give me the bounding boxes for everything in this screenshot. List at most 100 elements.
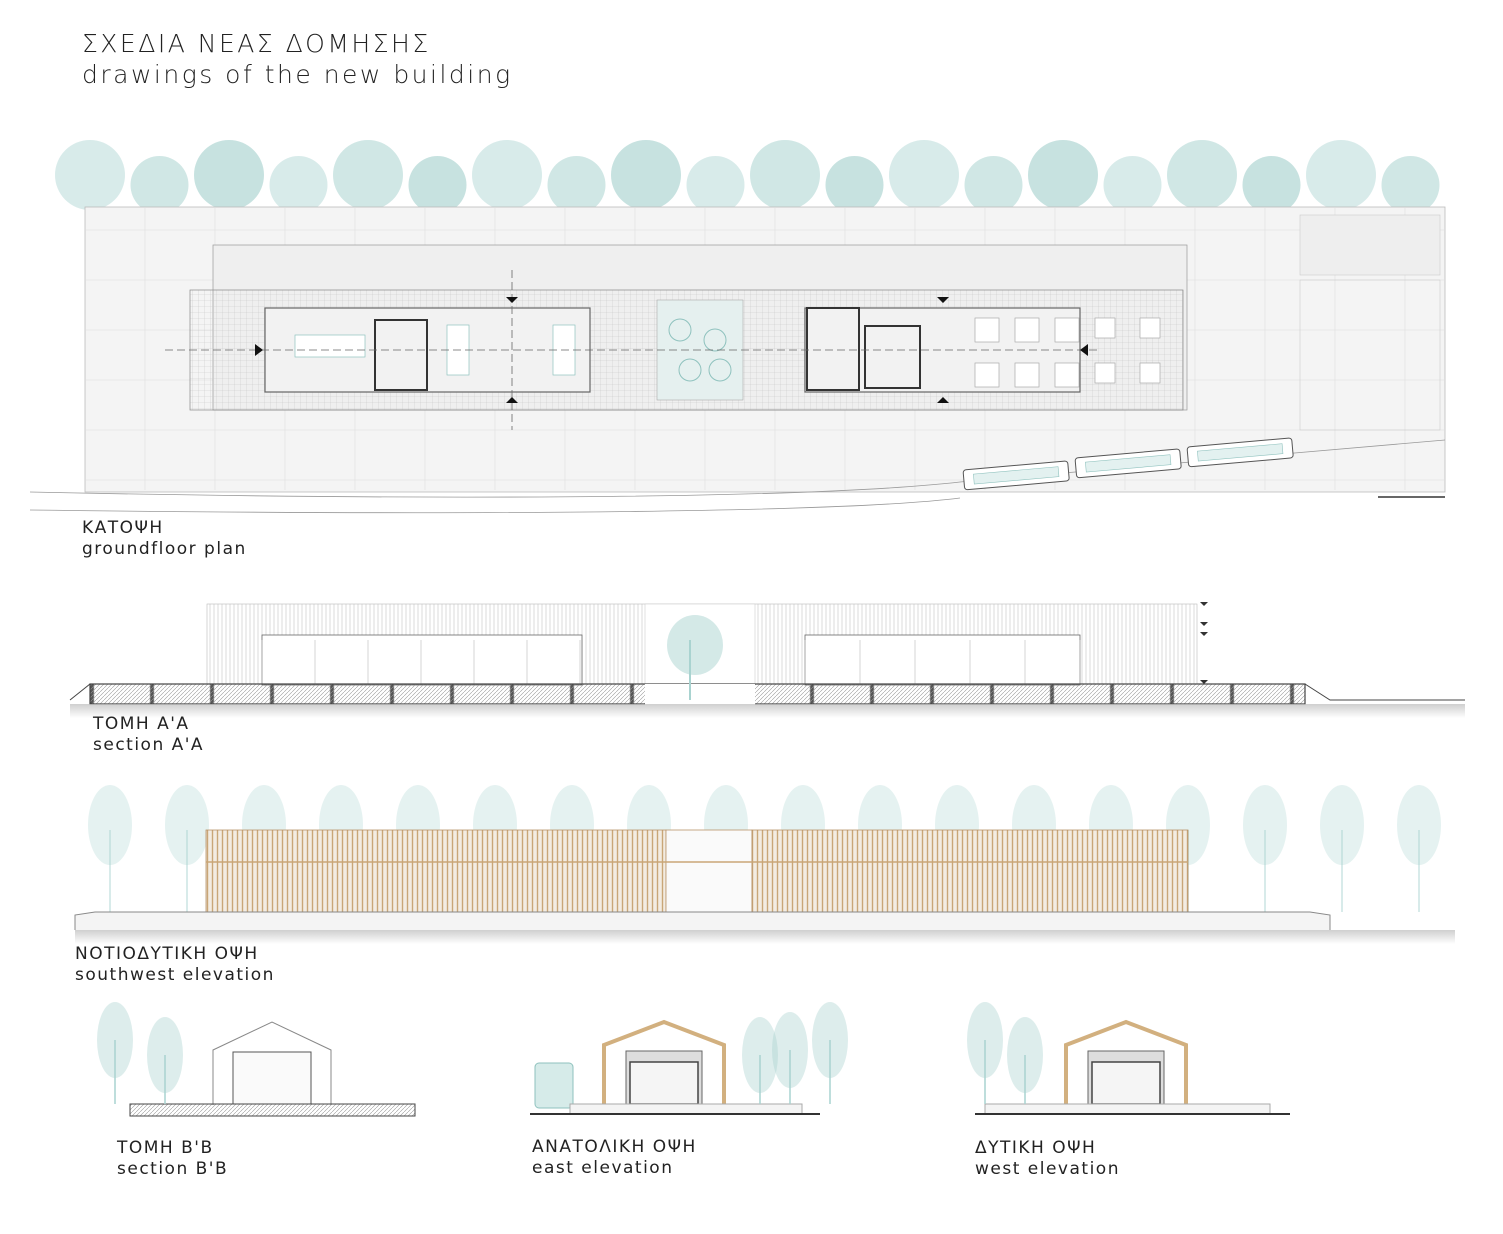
interior-west <box>261 634 583 686</box>
wc-core-east <box>806 307 860 391</box>
sunken-courtyard <box>645 684 755 706</box>
wagon-seats <box>1197 443 1284 462</box>
tree-canopy <box>333 140 403 210</box>
table <box>1139 362 1161 384</box>
tree-canopy <box>269 156 328 214</box>
tree-canopy <box>1381 156 1440 214</box>
tree-canopy <box>194 140 264 210</box>
tree-canopy <box>667 615 723 675</box>
level-marker-icon <box>1200 632 1208 636</box>
tree-canopy <box>742 1017 778 1093</box>
tree-canopy <box>1242 156 1301 214</box>
label-greek: ΑΝΑΤΟΛΙΚΗ ΟΨΗ <box>532 1137 697 1157</box>
label-greek: ΚΑΤΟΨΗ <box>82 518 164 538</box>
plan-tree-row <box>55 140 1440 214</box>
level-marker-icon <box>1200 622 1208 626</box>
tree-canopy <box>611 140 681 210</box>
wagon-seats <box>973 466 1060 485</box>
parking-area <box>1299 214 1441 431</box>
tree-canopy <box>967 1002 1003 1078</box>
table <box>1094 362 1116 384</box>
label-greek: ΝΟΤΙΟΔΥΤΙΚΗ ΟΨΗ <box>75 944 259 964</box>
train-wagon <box>1186 437 1294 468</box>
level-markers <box>1200 602 1208 684</box>
tree-canopy <box>686 156 745 214</box>
train-wagon <box>962 460 1070 491</box>
label-english: section B'B <box>117 1159 229 1179</box>
tree-canopy <box>1243 785 1287 865</box>
section-aa-label: ΤΟΜΗ Α'Α section A'A <box>93 714 204 756</box>
tree-canopy <box>1167 140 1237 210</box>
table <box>1014 317 1040 343</box>
timber-slat-facade-east <box>751 829 1189 913</box>
sheet-title: ΣΧΕΔΙΑ ΝΕΑΣ ΔΟΜΗΣΗΣ drawings of the new … <box>82 28 513 90</box>
small-drawing-trees <box>97 1002 1043 1104</box>
label-english: groundfloor plan <box>82 539 247 559</box>
tree-canopy <box>889 140 959 210</box>
table <box>1054 362 1080 388</box>
tree-canopy <box>825 156 884 214</box>
tree-canopy <box>1007 1017 1043 1093</box>
tree-canopy <box>147 1017 183 1093</box>
interior-east <box>804 634 1081 686</box>
sheet-title-greek: ΣΧΕΔΙΑ ΝΕΑΣ ΔΟΜΗΣΗΣ <box>82 29 431 58</box>
ground-shadow <box>70 704 1465 718</box>
label-english: southwest elevation <box>75 965 275 985</box>
label-english: east elevation <box>532 1158 674 1178</box>
ground-line <box>69 683 1465 701</box>
tree-canopy <box>472 140 542 210</box>
courtyard-tree <box>708 358 732 382</box>
sheet-title-english: drawings of the new building <box>82 60 513 89</box>
tree-canopy <box>130 156 189 214</box>
label-greek: ΔΥΤΙΚΗ ΟΨΗ <box>975 1138 1097 1158</box>
table <box>1094 317 1116 339</box>
tree-canopy <box>165 785 209 865</box>
courtyard-tree <box>667 615 723 700</box>
tree-canopy <box>1103 156 1162 214</box>
west-elevation-drawing <box>975 1019 1290 1115</box>
table <box>1054 317 1080 343</box>
tree-canopy <box>1397 785 1441 865</box>
table <box>974 362 1000 388</box>
ground-shadow <box>75 930 1455 944</box>
tree-canopy <box>1320 785 1364 865</box>
section-bb-label: ΤΟΜΗ Β'Β section B'B <box>117 1138 228 1180</box>
tree-canopy <box>88 785 132 865</box>
tree-canopy <box>547 156 606 214</box>
table <box>294 334 366 358</box>
east-elevation-drawing <box>530 1019 820 1115</box>
road-edge <box>29 439 1446 514</box>
tree-canopy <box>750 140 820 210</box>
section-aa-drawing <box>69 602 1465 718</box>
table <box>1014 362 1040 388</box>
courtyard-tree <box>678 358 702 382</box>
tree-canopy <box>408 156 467 214</box>
table <box>974 317 1000 343</box>
label-english: west elevation <box>975 1159 1120 1179</box>
water-tank-wagon <box>534 1062 574 1109</box>
tree-canopy <box>97 1002 133 1078</box>
label-greek: ΤΟΜΗ Α'Α <box>93 714 190 734</box>
courtyard-tree <box>668 318 692 342</box>
plinth <box>74 911 1331 930</box>
train-wagons <box>962 437 1294 491</box>
wc-core-west <box>374 319 428 391</box>
train-wagon <box>1074 448 1182 479</box>
table <box>1139 317 1161 339</box>
kitchen-core <box>864 325 921 389</box>
southwest-elevation-drawing <box>74 785 1455 944</box>
tree-canopy <box>812 1002 848 1078</box>
tree-canopy <box>1028 140 1098 210</box>
plan-label: ΚΑΤΟΨΗ groundfloor plan <box>82 518 247 560</box>
tree-canopy <box>964 156 1023 214</box>
southwest-elevation-label: ΝΟΤΙΟΔΥΤΙΚΗ ΟΨΗ southwest elevation <box>75 944 275 986</box>
glazed-bay <box>665 829 753 913</box>
label-english: section A'A <box>93 735 205 755</box>
wagon-seats <box>1085 454 1172 473</box>
timber-slat-facade-west <box>205 829 667 913</box>
level-marker-icon <box>1200 680 1208 684</box>
label-greek: ΤΟΜΗ Β'Β <box>117 1138 214 1158</box>
east-elevation-label: ΑΝΑΤΟΛΙΚΗ ΟΨΗ east elevation <box>532 1137 697 1179</box>
section-bb-drawing <box>129 1021 416 1117</box>
